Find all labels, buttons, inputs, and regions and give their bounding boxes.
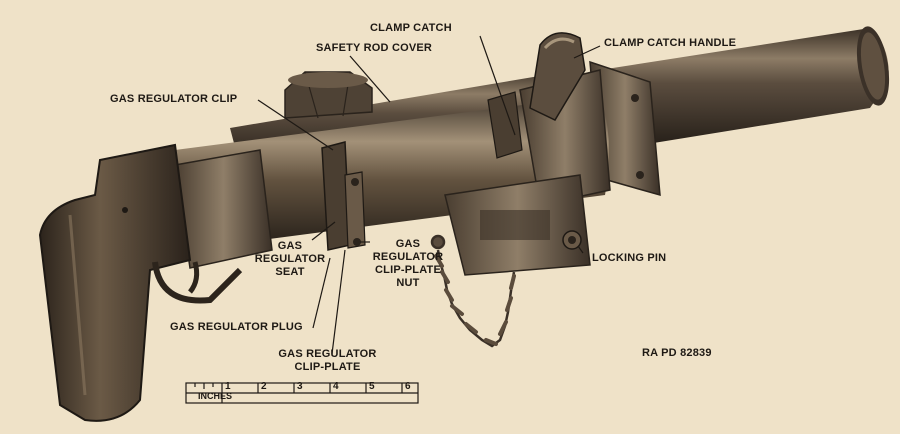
- ruler-number-4: 4: [333, 381, 339, 392]
- figure-reference: RA PD 82839: [642, 347, 712, 359]
- label-clamp-catch: CLAMP CATCH: [370, 22, 452, 34]
- label-gas-regulator-clip-plate: GAS REGULATOR CLIP-PLATE: [278, 348, 377, 373]
- ruler-number-3: 3: [297, 381, 303, 392]
- gas-regulator-assembly: [321, 141, 366, 251]
- clamp-catch-part: [487, 91, 523, 159]
- label-gas-regulator-plug: GAS REGULATOR PLUG: [170, 321, 303, 333]
- ruler-number-2: 2: [261, 381, 267, 392]
- ruler-number-5: 5: [369, 381, 375, 392]
- chain: [430, 234, 516, 348]
- label-gas-regulator-clip-plate-nut: GAS REGULATOR CLIP-PLATE NUT: [372, 238, 444, 289]
- ruler-unit-label: INCHES: [198, 391, 233, 401]
- label-gas-regulator-clip: GAS REGULATOR CLIP: [110, 93, 238, 105]
- label-safety-rod-cover: SAFETY ROD COVER: [316, 42, 433, 54]
- ruler-number-6: 6: [405, 381, 411, 392]
- clamp-catch-handle-part: [529, 32, 586, 121]
- barrel: [600, 26, 890, 150]
- ruler-number-1: 1: [225, 381, 231, 392]
- trigger-guard: [152, 261, 243, 304]
- lower-bracket: [444, 174, 591, 276]
- label-gas-regulator-seat: GAS REGULATOR SEAT: [254, 240, 326, 278]
- locking-pin-part: [562, 230, 582, 250]
- label-locking-pin: LOCKING PIN: [592, 252, 667, 264]
- top-nut: [284, 71, 373, 119]
- pistol-grip: [38, 143, 192, 422]
- inch-ruler: [185, 382, 419, 404]
- leader-lines: [257, 35, 601, 355]
- label-clamp-catch-handle: CLAMP CATCH HANDLE: [604, 37, 737, 49]
